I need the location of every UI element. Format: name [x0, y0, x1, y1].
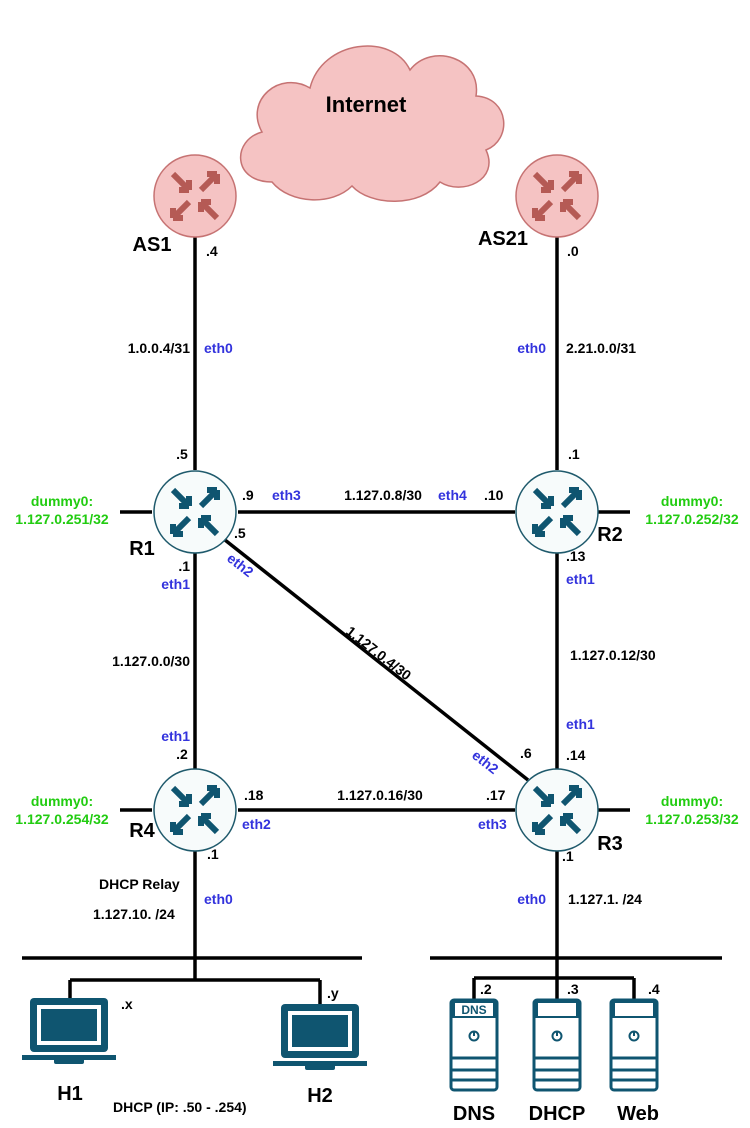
links: [22, 237, 722, 1005]
r1-dummy-label: dummy0:: [31, 493, 93, 509]
iface-r4-eth1: eth1: [161, 728, 190, 744]
as1-ip: .4: [206, 243, 218, 259]
r3-name: R3: [597, 833, 623, 855]
dns-ip: .2: [480, 981, 492, 997]
as1-name: AS1: [133, 234, 172, 256]
r1-ip-diag: .5: [234, 525, 246, 541]
dns-badge: DNS: [461, 1003, 486, 1017]
as21-ip: .0: [567, 243, 579, 259]
subnet-r2-r3: 1.127.0.12/30: [570, 647, 656, 663]
cloud-shape: [239, 45, 505, 202]
as21-name: AS21: [478, 228, 528, 250]
iface-r2-eth0: eth0: [517, 340, 546, 356]
subnet-as21-r2: 2.21.0.0/31: [566, 340, 636, 356]
iface-r2-eth1: eth1: [566, 571, 595, 587]
laptop-icon: [273, 1004, 367, 1070]
r3-dummy-ip: 1.127.0.253/32: [645, 811, 739, 827]
internet-label: Internet: [326, 92, 407, 117]
subnet-r1-r3: 1.127.0.4/30: [343, 623, 414, 684]
r1-name: R1: [129, 538, 155, 560]
r2-dummy-label: dummy0:: [661, 493, 723, 509]
r3-dummy-label: dummy0:: [661, 793, 723, 809]
router-as21: [515, 154, 599, 238]
h1-name: H1: [57, 1083, 83, 1105]
web-ip: .4: [648, 981, 660, 997]
server-icon: [532, 998, 582, 1092]
subnet-r4-r3: 1.127.0.16/30: [337, 787, 423, 803]
r4-ip-up: .2: [176, 746, 188, 762]
subnet-r1-r4: 1.127.0.0/30: [112, 653, 190, 669]
router-r3-body: [515, 768, 599, 852]
iface-r4-eth0: eth0: [204, 891, 233, 907]
subnet-r1-r2: 1.127.0.8/30: [344, 487, 422, 503]
r2-ip-up: .1: [568, 446, 580, 462]
iface-r1-eth2: eth2: [224, 550, 257, 580]
r4-name: R4: [129, 820, 155, 842]
router-r3: [515, 768, 599, 852]
iface-r3-eth1: eth1: [566, 716, 595, 732]
dhcp-name: DHCP: [529, 1103, 586, 1125]
server-icon: [609, 998, 659, 1092]
server-web: Web .4: [609, 981, 660, 1125]
r3-ip-diag: .6: [520, 745, 532, 761]
router-r1-body: [153, 470, 237, 554]
router-r4: [153, 768, 237, 852]
subnet-r3-lan: 1.127.1. /24: [568, 891, 642, 907]
router-as21-body: [515, 154, 599, 238]
r2-name: R2: [597, 524, 623, 546]
iface-r1-eth0: eth0: [204, 340, 233, 356]
server-dns: DNS DNS .2: [449, 981, 499, 1125]
internet-cloud: Internet: [239, 45, 505, 202]
r3-ip-down: .1: [562, 848, 574, 864]
r1-ip-up: .5: [176, 446, 188, 462]
r2-dummy-ip: 1.127.0.252/32: [645, 511, 739, 527]
host-h1: H1 .x: [22, 996, 133, 1105]
dns-name: DNS: [453, 1103, 495, 1125]
router-as1: [153, 154, 237, 238]
h2-name: H2: [307, 1085, 333, 1107]
r4-dummy-ip: 1.127.0.254/32: [15, 811, 109, 827]
web-name: Web: [617, 1103, 659, 1125]
r1-dummy-ip: 1.127.0.251/32: [15, 511, 109, 527]
subnet-r4-lan: 1.127.10. /24: [93, 906, 175, 922]
dhcp-ip: .3: [567, 981, 579, 997]
r4-ip-down: .1: [207, 846, 219, 862]
iface-r1-eth3: eth3: [272, 487, 301, 503]
router-r4-body: [153, 768, 237, 852]
r4-ip-right: .18: [244, 787, 264, 803]
router-r2: [515, 470, 599, 554]
router-r1: [153, 470, 237, 554]
iface-r2-eth4: eth4: [438, 487, 467, 503]
h1-ip: .x: [121, 996, 133, 1012]
laptop-icon: [22, 998, 116, 1064]
router-as1-body: [153, 154, 237, 238]
subnet-as1-r1: 1.0.0.4/31: [128, 340, 190, 356]
iface-r3-eth0: eth0: [517, 891, 546, 907]
h2-ip: .y: [327, 985, 339, 1001]
link-r1-r3: [223, 538, 530, 782]
router-r2-body: [515, 470, 599, 554]
r2-ip-left: .10: [484, 487, 504, 503]
dhcp-range-note: DHCP (IP: .50 - .254): [113, 1099, 247, 1115]
r1-ip-down: .1: [178, 558, 190, 574]
iface-r4-eth2: eth2: [242, 816, 271, 832]
r4-role: DHCP Relay: [99, 876, 180, 892]
iface-r3-eth2: eth2: [469, 747, 502, 777]
r2-ip-down: .13: [566, 548, 586, 564]
r3-ip-left: .17: [486, 787, 506, 803]
r3-ip-up: .14: [566, 747, 586, 763]
server-dhcp: DHCP .3: [529, 981, 586, 1125]
host-h2: H2 .y: [273, 985, 367, 1107]
iface-r3-eth3: eth3: [478, 816, 507, 832]
server-icon: DNS: [449, 998, 499, 1092]
iface-r1-eth1: eth1: [161, 576, 190, 592]
r4-dummy-label: dummy0:: [31, 793, 93, 809]
r1-ip-right: .9: [242, 487, 254, 503]
